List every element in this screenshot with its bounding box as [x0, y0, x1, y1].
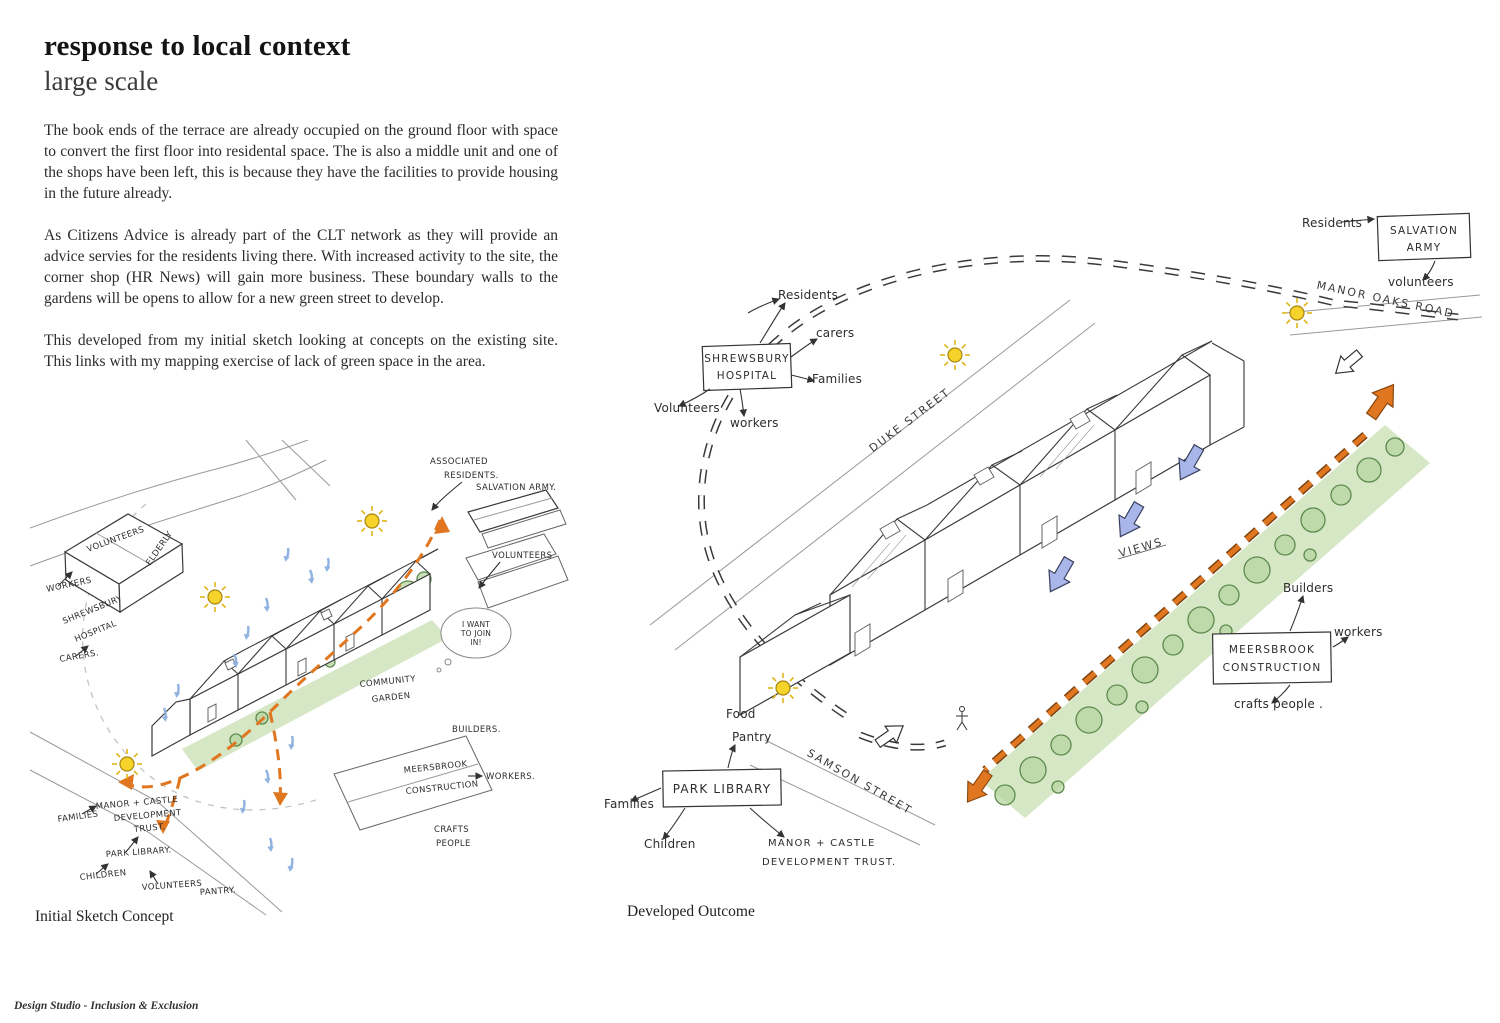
annotation-arrows: [629, 215, 1436, 840]
paragraph-1: The book ends of the terrace are already…: [44, 122, 558, 202]
bubble-line3: IN!: [470, 638, 481, 647]
label-samson-street: SAMSON STREET: [805, 746, 915, 817]
label-crafts: CRAFTS: [434, 825, 469, 835]
label-salvation-2: ARMY: [1407, 242, 1442, 254]
bubble-line2: TO JOIN: [460, 629, 491, 638]
sun-icon: [356, 505, 388, 537]
salvation-army-box: SALVATION ARMY: [1376, 212, 1472, 262]
label-volunteers-right: VOLUNTEERS: [492, 551, 552, 561]
orange-route-path: [957, 376, 1405, 810]
label-meersbrook-1: MEERSBROOK: [1229, 644, 1315, 656]
label-people: PEOPLE: [436, 839, 471, 849]
label-volunteers-top: volunteers: [1388, 275, 1454, 289]
label-park-library: PARK LIBRARY: [673, 782, 772, 796]
paragraph-3: This developed from my initial sketch lo…: [44, 332, 558, 370]
view-arrow-icon: [1039, 552, 1080, 599]
orange-arrow-icon: [1360, 376, 1405, 425]
label-volunteers-bottom: VOLUNTEERS: [142, 879, 203, 893]
label-manor-castle-2: DEVELOPMENT TRUST.: [762, 857, 896, 868]
label-garden: GARDEN: [371, 691, 411, 705]
salvation-army-building: [467, 489, 567, 549]
trees: [994, 437, 1405, 806]
meersbrook-construction-box: MEERSBROOK CONSTRUCTION: [1211, 631, 1333, 685]
label-families-bottom: Families: [604, 797, 654, 811]
label-food: Food: [726, 707, 756, 721]
label-children: Children: [644, 837, 696, 851]
label-volunteers-left: Volunteers: [654, 401, 720, 415]
label-pantry: Pantry: [732, 730, 772, 744]
duke-street-lines: [649, 299, 1096, 651]
footer-text: Design Studio - Inclusion & Exclusion: [14, 1000, 199, 1012]
street-arrow-icon: [1328, 345, 1367, 382]
label-development: DEVELOPMENT: [113, 808, 182, 824]
label-manor-castle-1: MANOR + CASTLE: [768, 838, 875, 849]
orange-arrowhead-icon: [156, 820, 170, 834]
pedestrian-loop-dashed: [697, 255, 1459, 751]
page-subtitle: large scale: [44, 66, 159, 96]
label-salvation-1: SALVATION: [1390, 225, 1458, 237]
shrewsbury-hospital-box: SHREWSBURY HOSPITAL: [701, 342, 793, 392]
label-trust: TRUST.: [132, 822, 166, 835]
developed-outcome-figure: SALVATION ARMY SHREWSBURY HOSPITAL MEERS…: [604, 212, 1483, 868]
label-duke-street: DUKE STREET: [867, 385, 953, 454]
sun-icon: [939, 339, 971, 371]
manor-oaks-road-lines: [1284, 294, 1483, 336]
label-residents-top: Residents: [1302, 216, 1362, 230]
label-salvation-army: SALVATION ARMY.: [476, 483, 556, 493]
sun-icon: [767, 672, 799, 704]
bubble-line1: I WANT: [462, 620, 490, 629]
right-figure-caption: Developed Outcome: [627, 903, 755, 920]
park-library-box: PARK LIBRARY: [662, 768, 782, 808]
label-pantry: PANTRY.: [200, 885, 237, 898]
label-residents-left: Residents: [778, 288, 838, 302]
label-workers-left: workers: [730, 416, 779, 430]
orange-arrowhead-icon: [118, 774, 134, 790]
intro-text: The book ends of the terrace are already…: [44, 120, 558, 393]
speech-bubble: I WANT TO JOIN IN!: [436, 607, 512, 673]
sun-icon: [199, 581, 231, 613]
orange-arrowhead-icon: [434, 516, 450, 534]
orange-arrowhead-icon: [273, 792, 288, 806]
terrace-building: [739, 340, 1245, 717]
person-figure: [956, 706, 968, 731]
initial-sketch-figure: I WANT TO JOIN IN! WORKERS SHREWSBURY HO…: [30, 440, 569, 915]
label-crafts-people: crafts people .: [1234, 697, 1323, 711]
orange-route-path: [118, 516, 450, 834]
sun-icon: [111, 748, 143, 780]
label-shrewsbury-1: SHREWSBURY: [704, 353, 789, 365]
label-residents: RESIDENTS.: [444, 471, 499, 481]
label-park-library: PARK LIBRARY.: [106, 845, 172, 860]
label-meersbrook-2: CONSTRUCTION: [1223, 662, 1322, 674]
label-children: CHILDREN: [79, 868, 127, 883]
paragraph-2: As Citizens Advice is already part of th…: [44, 227, 558, 307]
hospital-building: [63, 513, 184, 614]
label-shrewsbury-2: HOSPITAL: [717, 370, 778, 382]
view-arrow-icon: [1109, 497, 1150, 544]
label-carers: carers: [816, 326, 854, 340]
label-hospital: HOSPITAL: [73, 619, 118, 645]
label-carers: CARERS.: [59, 648, 100, 665]
label-families-left: Families: [812, 372, 862, 386]
annotation-arrows: [57, 481, 501, 885]
label-meersbrook: MEERSBROOK: [403, 759, 468, 776]
label-workers-right: workers: [1334, 625, 1383, 639]
label-associated: ASSOCIATED: [430, 457, 488, 467]
label-builders: Builders: [1283, 581, 1333, 595]
page-title: response to local context: [44, 30, 351, 62]
label-builders: BUILDERS.: [452, 725, 501, 735]
neighbour-buildings: [333, 533, 569, 831]
sun-icon: [1281, 297, 1313, 329]
left-figure-caption: Initial Sketch Concept: [35, 908, 174, 925]
label-workers-right: WORKERS.: [486, 772, 535, 782]
label-families: FAMILIES: [57, 809, 99, 825]
page-title-block: response to local context large scale: [44, 30, 351, 97]
